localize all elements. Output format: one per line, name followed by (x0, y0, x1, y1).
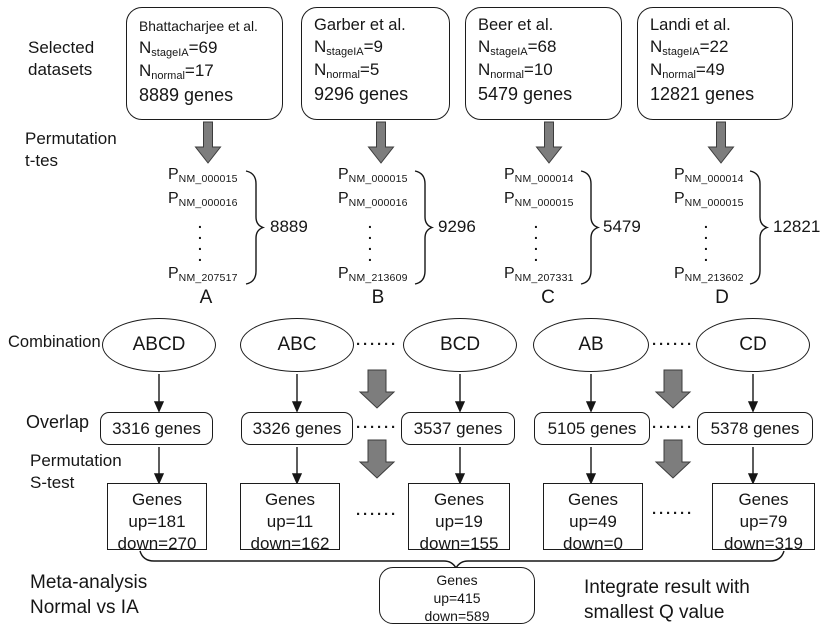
vertical-ellipsis-icon: . . . . (704, 215, 708, 264)
dataset-letter: C (541, 287, 555, 308)
pvalue-entry: PNM_000015 (168, 166, 238, 185)
pvalue-entry: PNM_000014 (504, 166, 574, 185)
horizontal-ellipsis-icon: ······ (356, 506, 398, 523)
dataset-box-b: Garber et al. NstageIA=9 Nnormal=5 9296 … (301, 7, 450, 120)
label-permutation-stest: Permutation S-test (30, 451, 122, 493)
dataset-normal-count: Nnormal=5 (314, 60, 380, 82)
dataset-name: Garber et al. (314, 16, 406, 34)
overlap-box: 3537 genes (401, 412, 515, 445)
dataset-stage-count: NstageIA=68 (478, 36, 557, 58)
combination-ellipse-ab: AB (533, 318, 649, 372)
dataset-gene-count: 9296 genes (314, 83, 409, 104)
label-selected-datasets: Selected datasets (28, 38, 95, 80)
horizontal-ellipsis-icon: ······ (356, 419, 398, 436)
overlap-box: 5378 genes (697, 412, 813, 445)
pvalue-entry: PNM_000014 (674, 166, 744, 185)
pvalue-entry: PNM_000015 (504, 190, 574, 209)
pvalue-list-d: PNM_000014 PNM_000015 . . . . PNM_213602 (674, 166, 784, 289)
horizontal-ellipsis-icon: ······ (652, 505, 694, 522)
combination-ellipse-cd: CD (696, 318, 810, 372)
pvalue-entry: PNM_213609 (338, 265, 408, 284)
gene-total: 12821 (773, 217, 821, 236)
dataset-box-d: Landi et al. NstageIA=22 Nnormal=49 1282… (637, 7, 793, 120)
pvalue-list-c: PNM_000014 PNM_000015 . . . . PNM_207331 (504, 166, 614, 289)
pvalue-entry: PNM_000015 (338, 166, 408, 185)
label-permutation-ttest: Permutation t-tes (25, 129, 117, 171)
pvalue-entry: PNM_207517 (168, 265, 238, 284)
horizontal-ellipsis-icon: ······ (356, 336, 398, 353)
overlap-box: 3326 genes (241, 412, 353, 445)
dataset-gene-count: 5479 genes (478, 83, 573, 104)
dataset-normal-count: Nnormal=49 (650, 60, 725, 82)
pvalue-entry: PNM_213602 (674, 265, 744, 284)
pvalue-list-a: PNM_000015 PNM_000016 . . . . PNM_207517 (168, 166, 278, 289)
pvalue-entry: PNM_000016 (338, 190, 408, 209)
dataset-normal-count: Nnormal=10 (478, 60, 553, 82)
dataset-letter: B (371, 287, 385, 308)
dataset-stage-count: NstageIA=9 (314, 36, 383, 58)
dataset-gene-count: 8889 genes (139, 84, 234, 105)
dataset-stage-count: NstageIA=22 (650, 36, 729, 58)
label-combination: Combination (8, 333, 101, 351)
dataset-letter: A (199, 287, 213, 308)
dataset-name: Bhattacharjee et al. (139, 19, 258, 34)
label-overlap: Overlap (26, 412, 90, 432)
gene-total: 5479 (603, 217, 641, 236)
horizontal-ellipsis-icon: ······ (652, 336, 694, 353)
vertical-ellipsis-icon: . . . . (534, 215, 538, 264)
dataset-name: Beer et al. (478, 16, 554, 34)
dataset-letter: D (715, 287, 729, 308)
dataset-name: Landi et al. (650, 16, 731, 34)
overlap-box: 5105 genes (534, 412, 650, 445)
dataset-stage-count: NstageIA=69 (139, 37, 218, 59)
dataset-normal-count: Nnormal=17 (139, 61, 214, 83)
dataset-gene-count: 12821 genes (650, 83, 755, 104)
combination-ellipse-bcd: BCD (403, 318, 517, 372)
combination-ellipse-abcd: ABCD (102, 318, 216, 372)
gene-total: 9296 (438, 217, 476, 236)
combination-ellipse-abc: ABC (240, 318, 354, 372)
pvalue-entry: PNM_000016 (168, 190, 238, 209)
pvalue-list-b: PNM_000015 PNM_000016 . . . . PNM_213609 (338, 166, 448, 289)
horizontal-ellipsis-icon: ······ (652, 419, 694, 436)
label-meta-analysis: Meta-analysis Normal vs IA (30, 572, 148, 619)
pvalue-entry: PNM_000015 (674, 190, 744, 209)
gene-total: 8889 (270, 217, 308, 236)
vertical-ellipsis-icon: . . . . (198, 215, 202, 264)
vertical-ellipsis-icon: . . . . (368, 215, 372, 264)
dataset-box-a: Bhattacharjee et al. NstageIA=69 Nnormal… (126, 7, 283, 120)
dataset-box-c: Beer et al. NstageIA=68 Nnormal=10 5479 … (465, 7, 622, 120)
overlap-box: 3316 genes (100, 412, 213, 445)
label-integrate-result: Integrate result with smallest Q value (584, 577, 750, 624)
pvalue-entry: PNM_207331 (504, 265, 574, 284)
